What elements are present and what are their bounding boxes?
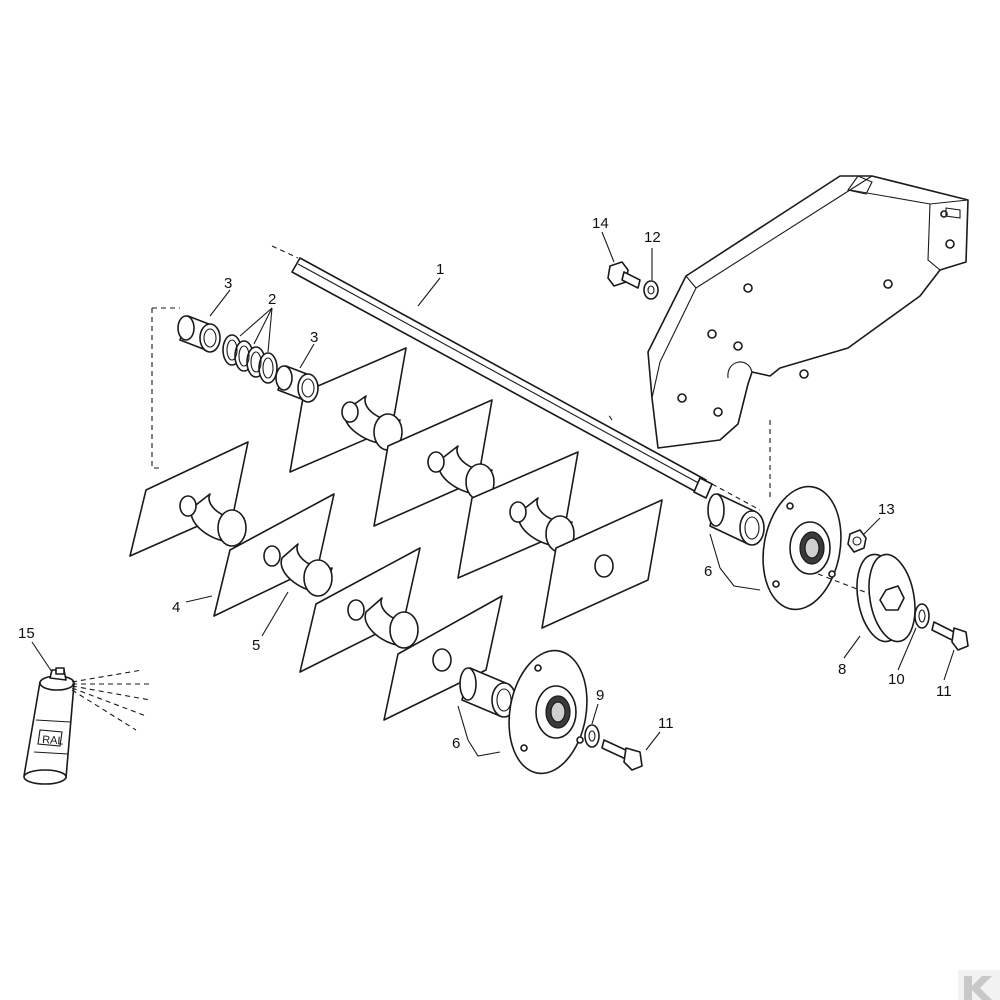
- callout-13: 13: [878, 501, 895, 518]
- callout-3-left: 3: [224, 275, 232, 292]
- callout-labels: 1 2 3 3 4 5 6 6 8 9 10 11 11 12 13 14 15…: [18, 215, 952, 752]
- callout-1: 1: [436, 261, 444, 278]
- callout-14: 14: [592, 215, 609, 232]
- spacer-3-right: [275, 365, 319, 403]
- bearing-flange-left: [508, 649, 588, 775]
- callout-11-right: 11: [936, 683, 952, 700]
- blade-front-4: [383, 595, 503, 721]
- side-plate: [647, 175, 969, 449]
- spray-can: [23, 667, 75, 785]
- can-label: RAL: [42, 734, 64, 747]
- callout-5: 5: [252, 637, 260, 654]
- callout-8: 8: [838, 661, 846, 678]
- nut-13: [847, 529, 867, 553]
- callout-11-left: 11: [658, 715, 674, 732]
- bolt-11-right: [931, 621, 969, 651]
- callout-9: 9: [596, 687, 604, 704]
- pulley-8: [856, 553, 916, 643]
- bolt-11-left: [601, 739, 643, 771]
- blade-front-3: [299, 547, 421, 673]
- blade-front-1: [129, 441, 249, 557]
- leader-lines: [31, 231, 955, 757]
- blade-back-4: [541, 499, 663, 629]
- callout-6-right: 6: [704, 563, 712, 580]
- splined-hub-left: [459, 667, 517, 718]
- blade-back-1: [289, 347, 407, 473]
- callout-15: 15: [18, 625, 35, 642]
- spacer-3-left: [177, 315, 221, 353]
- callout-12: 12: [644, 229, 661, 246]
- callout-2: 2: [268, 291, 276, 308]
- callout-6-left: 6: [452, 735, 460, 752]
- brand-k-logo-icon: [958, 970, 1000, 1000]
- blade-front-2: [213, 493, 335, 617]
- shim-washers-2: [222, 334, 278, 384]
- spray-mist-icon: [71, 669, 151, 731]
- bolt-14: [607, 261, 641, 289]
- callout-4: 4: [172, 599, 180, 616]
- washer-10: [914, 603, 930, 629]
- washer-9: [584, 724, 600, 748]
- bearing-flange-right: [762, 485, 842, 611]
- splined-hub-right: [707, 493, 765, 546]
- washer-12: [643, 280, 659, 300]
- assembly-guide-lines: [151, 307, 871, 595]
- hex-shaft: [271, 245, 761, 511]
- callout-3-right: 3: [310, 329, 318, 346]
- callout-10: 10: [888, 671, 905, 688]
